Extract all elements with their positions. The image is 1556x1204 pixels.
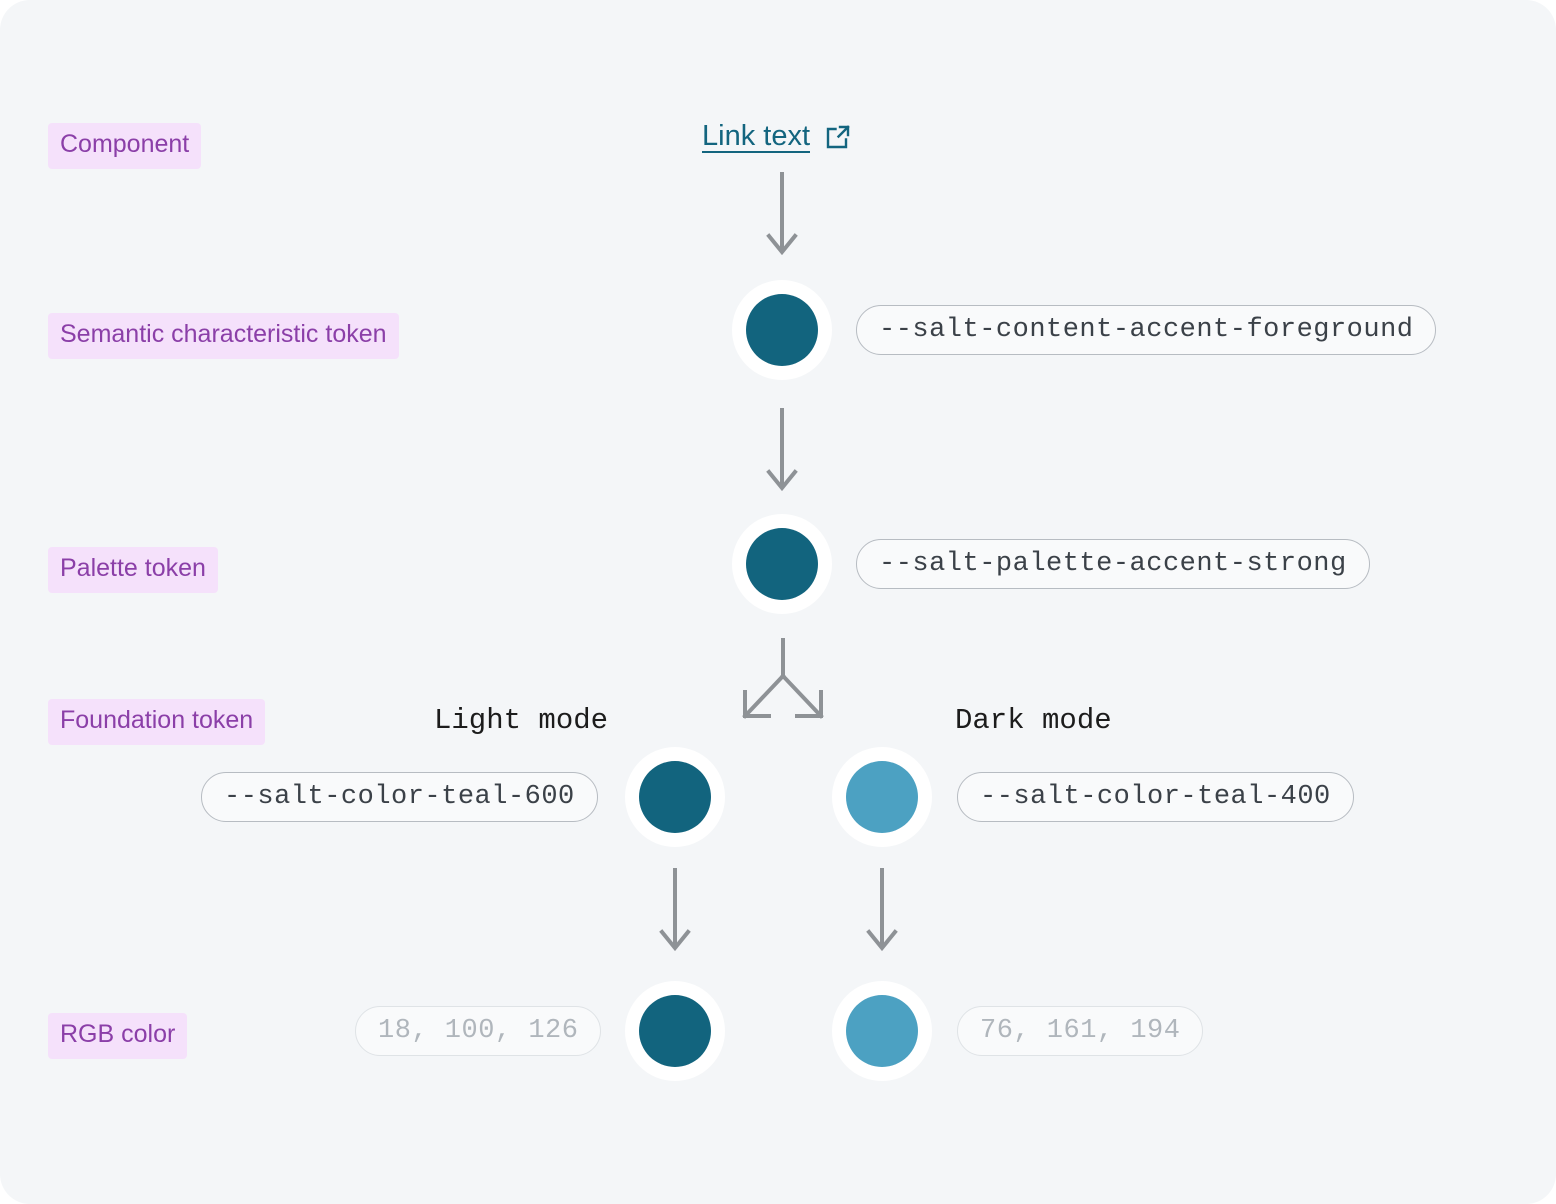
foundation-token-pill-light: --salt-color-teal-600: [201, 772, 598, 822]
arrow-foundation-dark-to-rgb: [862, 868, 902, 958]
rgb-value-pill-light: 18, 100, 126: [355, 1006, 602, 1056]
link-text-label[interactable]: Link text: [702, 120, 810, 152]
external-link-icon: [824, 123, 852, 151]
arrow-palette-to-foundation-fork: [733, 638, 833, 728]
semantic-token-pill: --salt-content-accent-foreground: [856, 305, 1437, 355]
light-mode-caption: Light mode: [434, 704, 609, 737]
dark-mode-caption: Dark mode: [955, 704, 1112, 737]
foundation-token-swatch-dark-color: [846, 761, 918, 833]
rgb-swatch-dark: [832, 981, 932, 1081]
palette-token-swatch-color: [746, 528, 818, 600]
row-label-palette-token: Palette token: [48, 547, 218, 593]
row-label-component: Component: [48, 123, 202, 169]
component-link[interactable]: Link text: [702, 122, 852, 151]
rgb-swatch-light-color: [639, 995, 711, 1067]
arrow-component-to-semantic: [762, 172, 802, 262]
semantic-token-swatch-color: [746, 294, 818, 366]
row-label-semantic-characteristic-token: Semantic characteristic token: [48, 313, 399, 359]
palette-token-pill: --salt-palette-accent-strong: [856, 539, 1370, 589]
row-label-rgb-color: RGB color: [48, 1013, 188, 1059]
foundation-token-pill-dark: --salt-color-teal-400: [957, 772, 1354, 822]
arrow-semantic-to-palette: [762, 408, 802, 498]
rgb-value-pill-dark: 76, 161, 194: [957, 1006, 1204, 1056]
palette-token-swatch: [732, 514, 832, 614]
arrow-foundation-light-to-rgb: [655, 868, 695, 958]
rgb-swatch-dark-color: [846, 995, 918, 1067]
foundation-token-swatch-light-color: [639, 761, 711, 833]
semantic-token-swatch: [732, 280, 832, 380]
foundation-token-swatch-light: [625, 747, 725, 847]
rgb-swatch-light: [625, 981, 725, 1081]
foundation-token-swatch-dark: [832, 747, 932, 847]
row-label-foundation-token: Foundation token: [48, 699, 266, 745]
